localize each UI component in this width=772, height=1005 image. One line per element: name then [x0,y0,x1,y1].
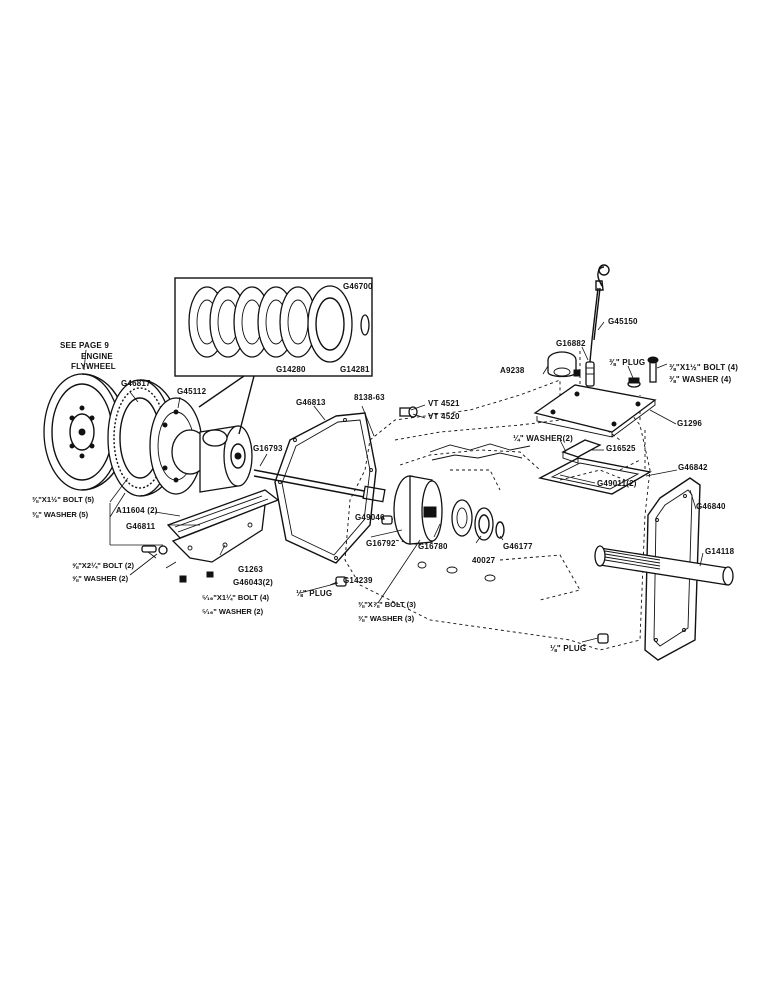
bolt-label-3: ⅜"X⅞" BOLT (3) [358,600,416,609]
part-g46840: G46840 [696,502,726,511]
part-vt4521: VT 4521 [428,399,460,408]
output-shaft [594,545,734,586]
clutch-detail-inset [174,277,373,435]
cover-bolt [647,356,659,383]
part-g45150: G45150 [608,317,638,326]
cover-gasket [537,457,652,495]
part-g1296: G1296 [677,419,702,428]
bottom-plug [597,633,609,644]
leader-lines [83,321,704,643]
bearing-cone [474,507,494,541]
part-g1263: G1263 [238,565,263,574]
part-a11604: A11604 (2) [116,506,158,515]
engine-flywheel [43,373,127,491]
see-page-label: SEE PAGE 9 [60,341,109,350]
part-g14239: G14239 [343,576,373,585]
oil-pump [393,475,443,545]
dipstick [588,264,610,373]
washer-label-5: ⅜" WASHER (5) [32,510,89,519]
washer-label-3: ⅜" WASHER (3) [358,614,415,623]
washer-label-bottom: ⁵⁄₁₆" WASHER (2) [202,607,264,616]
bolt-label-bottom: ⁵⁄₁₆"X1¼" BOLT (4) [202,593,270,602]
flywheel-label: FLYWHEEL [71,362,116,371]
bolt-label-left: ⅝"X2¼" BOLT (2) [72,561,134,570]
part-g49046: G49046 [355,513,385,522]
housing-window-hatch [429,443,531,461]
inspection-pan [171,503,266,563]
part-g16793: G16793 [253,444,283,453]
engine-label: ENGINE [81,352,113,361]
part-g46842: G46842 [678,463,708,472]
shift-bracket [561,439,602,464]
breather-cap [547,351,581,378]
pan-small-bolt [179,571,214,583]
part-a9238: A9238 [500,366,525,375]
pump-seal [451,499,473,537]
part-g46817: G46817 [121,379,151,388]
front-cover-gasket [274,412,377,564]
top-cover-plate [533,384,657,438]
snap-ring [495,521,505,539]
inspection-pan-gasket [166,489,280,539]
part-g46177: G46177 [503,542,533,551]
part-g14280: G14280 [276,365,306,374]
part-g16780: G16780 [418,542,448,551]
part-g16525: G16525 [606,444,636,453]
part-g46813: G46813 [296,398,326,407]
part-g46811: G46811 [126,522,156,531]
part-vt4520: VT 4520 [428,412,460,421]
part-g45112: G45112 [177,387,207,396]
bolt-label-top: ⅜"X1½" BOLT (4) [669,363,738,372]
part-40027: 40027 [472,556,496,565]
breather-tube [585,361,595,387]
top-plug [627,377,641,388]
part-g46043: G46043(2) [233,578,273,587]
plug-label-bottom: ⅛" PLUG [550,644,586,653]
rear-gasket [644,477,701,661]
plug-label-top: ⅜" PLUG [609,358,645,367]
part-8138-63: 8138-63 [354,393,385,402]
bolt-label-5: ⅜"X1½" BOLT (5) [32,495,94,504]
part-g16792: G16792 [366,539,396,548]
pan-bolt [141,545,168,555]
pump-bolt [381,515,393,525]
part-labels: SEE PAGE 9 ENGINE FLYWHEEL G46817 G45112… [32,282,738,653]
housing-plug [335,576,347,587]
clutch-plates [188,285,370,363]
part-g16882: G16882 [556,339,586,348]
washer-label-left: ⅝" WASHER (2) [72,574,129,583]
washer-label-mid: ¼" WASHER(2) [513,434,573,443]
part-g49011: G49011(2) [597,479,637,488]
torque-converter [149,397,209,495]
washer-label-top: ⅜" WASHER (4) [669,375,732,384]
clutch-pack-assembly [199,425,253,493]
plug-label-mid: ⅛" PLUG [296,589,332,598]
part-g14281: G14281 [340,365,370,374]
part-g46700: G46700 [343,282,373,291]
part-g14118: G14118 [705,547,735,556]
